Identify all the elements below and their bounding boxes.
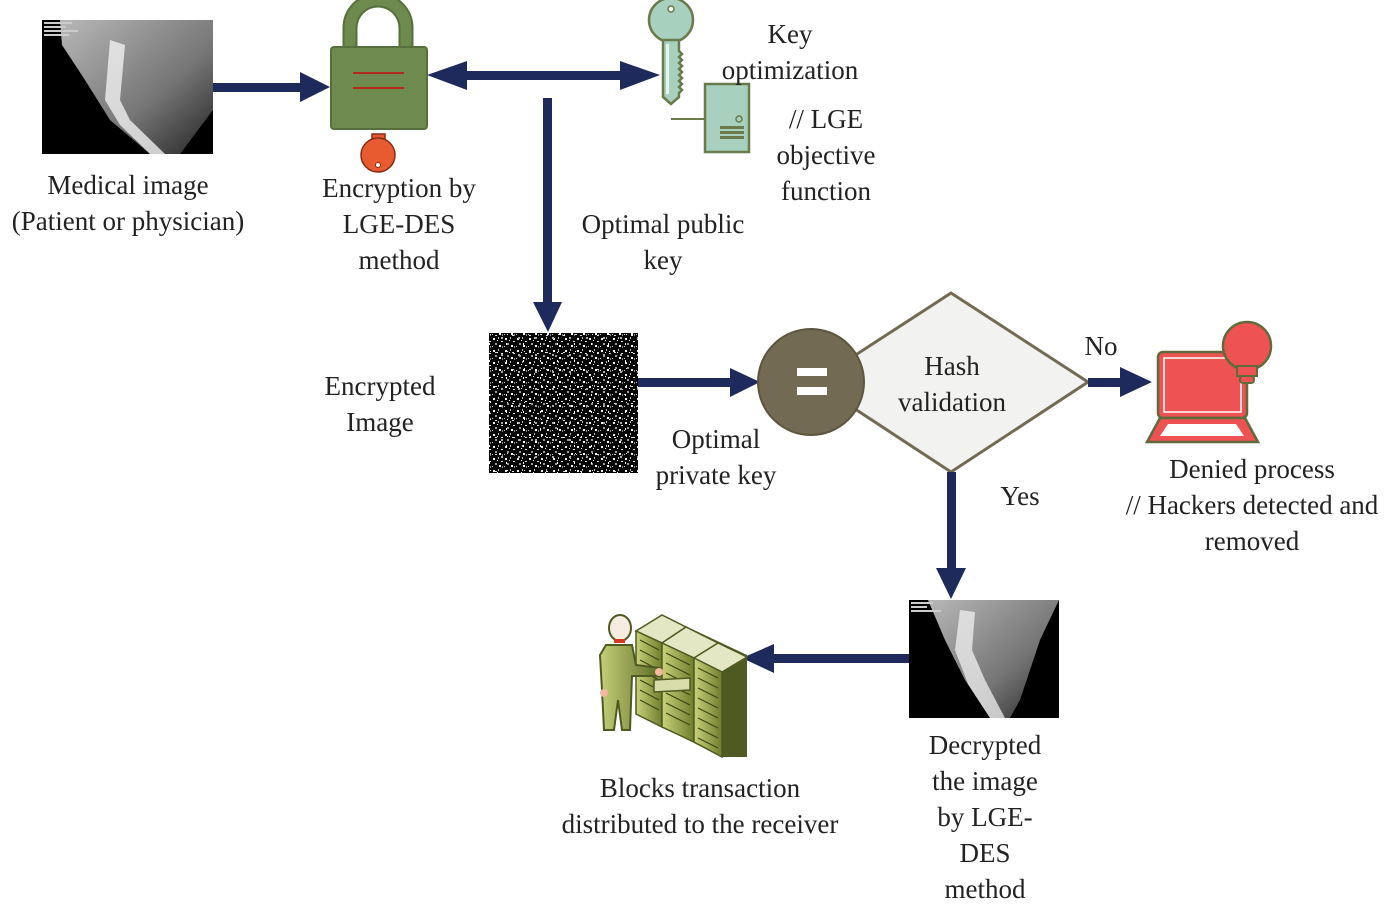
arrow-decrypted-to-blocks	[742, 644, 909, 673]
server-rack-person-icon	[598, 614, 749, 759]
encrypted-image-label: Encrypted Image	[324, 371, 436, 437]
key-optimization-label: Key optimization	[721, 19, 859, 85]
arrow-to-compare	[638, 368, 760, 397]
encrypted-noise-image	[489, 333, 638, 473]
decrypted-label: Decrypted the image by LGE- DES method	[928, 730, 1042, 904]
objective-function-label: // LGE objective function	[776, 104, 876, 206]
key-icon	[647, 0, 695, 106]
yes-branch-label: Yes	[1000, 481, 1040, 511]
padlock-icon	[330, 0, 428, 130]
arrow-image-to-encryption	[213, 72, 330, 102]
public-key-label: Optimal public key	[581, 209, 745, 275]
no-branch-label: No	[1084, 331, 1118, 361]
arrow-no-to-denied	[1088, 367, 1152, 397]
arrow-yes-to-decrypted	[936, 472, 966, 599]
decrypted-xray-image	[909, 600, 1059, 718]
medical-image-label: Medical image (Patient or physician)	[11, 170, 245, 236]
arrow-encryption-key-bidirectional	[427, 61, 660, 90]
blocks-transaction-label: Blocks transaction distributed to the re…	[561, 773, 839, 839]
laptop-alert-icon	[1144, 320, 1273, 444]
equals-icon	[757, 328, 865, 436]
arrow-to-encrypted-image	[533, 98, 562, 332]
medical-xray-image	[42, 20, 213, 154]
denied-process-label: Denied process // Hackers detected and r…	[1125, 454, 1379, 556]
encryption-label: Encryption by LGE-DES method	[322, 173, 476, 275]
server-tower-icon	[671, 82, 751, 154]
private-key-label: Optimal private key	[655, 424, 777, 490]
hash-validation-label: Hash validation	[898, 351, 1006, 417]
keyhole-icon	[360, 133, 396, 173]
